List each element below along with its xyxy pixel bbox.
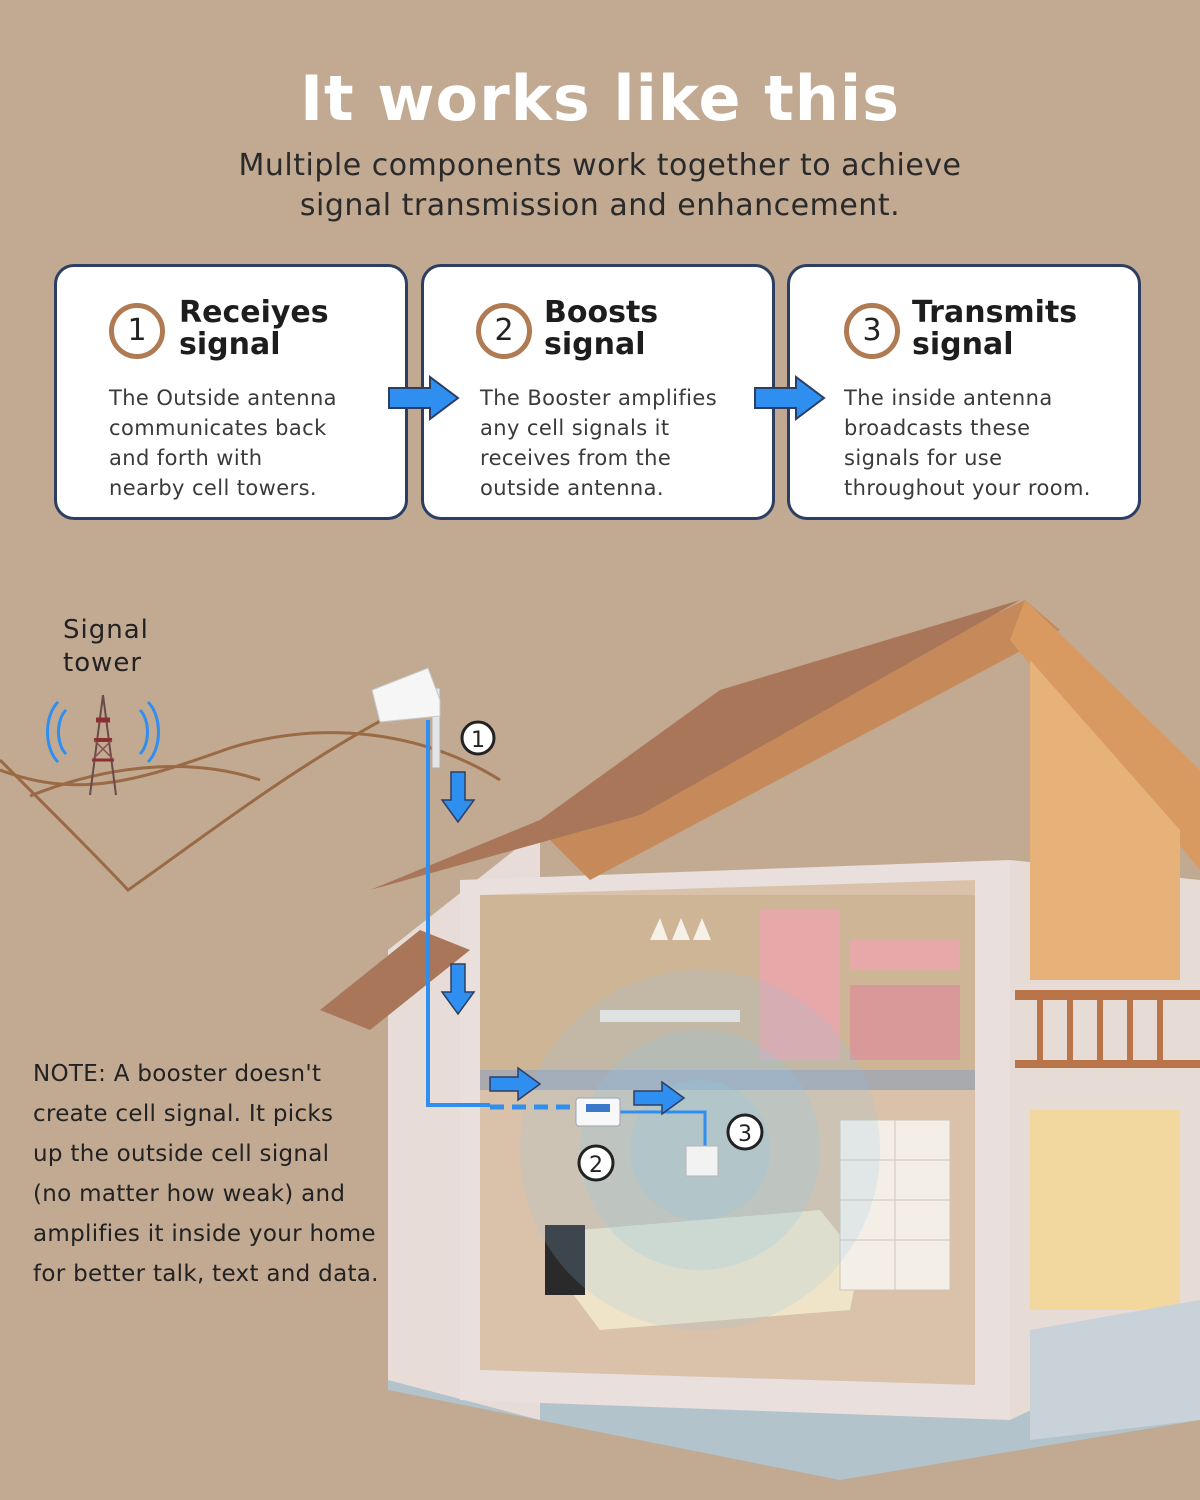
note-line: (no matter how weak) and	[33, 1181, 346, 1207]
signal-down-arrow-icon	[440, 963, 476, 1016]
step-description-line: and forth with	[109, 446, 263, 470]
step-description-line: any cell signals it	[480, 416, 670, 440]
note-line: create cell signal. It picks	[33, 1101, 334, 1127]
note-line: amplifies it inside your home	[33, 1221, 376, 1247]
signal-right-arrow-icon	[489, 1066, 542, 1102]
subtitle-line: Multiple components work together to ach…	[238, 148, 962, 183]
step-description-line: broadcasts these	[844, 416, 1031, 440]
step-heading-line: Transmits	[912, 295, 1078, 330]
house-structure	[388, 830, 1200, 1480]
diagram-marker-2: 2	[577, 1144, 615, 1182]
tower-label-line: tower	[63, 648, 143, 678]
signal-tower-label: Signal tower	[63, 614, 149, 680]
step-description-line: signals for use	[844, 446, 1003, 470]
signal-down-arrow-icon	[440, 771, 476, 824]
step-description-line: outside antenna.	[480, 476, 664, 500]
diagram-marker-label: 3	[738, 1122, 752, 1147]
house-roof	[320, 600, 1200, 1030]
step-number-badge: 2	[476, 303, 532, 359]
tower-label-line: Signal	[63, 615, 149, 645]
signal-right-arrow-icon	[633, 1080, 686, 1116]
step-description-line: communicates back	[109, 416, 327, 440]
note-line: for better talk, text and data.	[33, 1261, 379, 1287]
step-arrow-icon	[388, 375, 460, 421]
signal-tower-icon	[46, 694, 160, 796]
step-description-line: throughout your room.	[844, 476, 1091, 500]
step-description: The Outside antenna communicates back an…	[109, 383, 399, 503]
step-heading: Transmits signal	[912, 297, 1077, 361]
step-number-badge: 1	[109, 303, 165, 359]
outside-antenna-icon	[371, 667, 441, 769]
step-heading-line: signal	[544, 327, 646, 362]
diagram-marker-3: 3	[726, 1113, 764, 1151]
step-description: The Booster amplifies any cell signals i…	[480, 383, 770, 503]
step-description-line: The Booster amplifies	[480, 386, 718, 410]
booster-icon	[575, 1097, 621, 1127]
inside-antenna-icon	[685, 1145, 719, 1177]
note-line: up the outside cell signal	[33, 1141, 330, 1167]
step-heading-line: signal	[912, 327, 1014, 362]
step-heading-line: Boosts	[544, 295, 659, 330]
diagram-marker-label: 1	[471, 728, 485, 753]
step-description-line: The inside antenna	[844, 386, 1053, 410]
booster-note: NOTE: A booster doesn't create cell sign…	[33, 1054, 393, 1294]
step-description-line: The Outside antenna	[109, 386, 337, 410]
diagram-marker-label: 2	[589, 1153, 603, 1178]
page-subtitle: Multiple components work together to ach…	[0, 146, 1200, 226]
step-heading-line: signal	[179, 327, 281, 362]
step-description-line: receives from the	[480, 446, 672, 470]
subtitle-line: signal transmission and enhancement.	[299, 188, 901, 223]
note-line: NOTE: A booster doesn't	[33, 1061, 322, 1087]
step-heading: Boosts signal	[544, 297, 658, 361]
step-heading: Receiyes signal	[179, 297, 329, 361]
step-arrow-icon	[754, 375, 826, 421]
step-heading-line: Receiyes	[179, 295, 329, 330]
step-description-line: nearby cell towers.	[109, 476, 318, 500]
diagram-marker-1: 1	[460, 720, 496, 756]
step-number-badge: 3	[844, 303, 900, 359]
page-title: It works like this	[299, 62, 901, 135]
step-card-transmit: 3 Transmits signal The inside antenna br…	[787, 264, 1141, 520]
step-description: The inside antenna broadcasts these sign…	[844, 383, 1134, 503]
